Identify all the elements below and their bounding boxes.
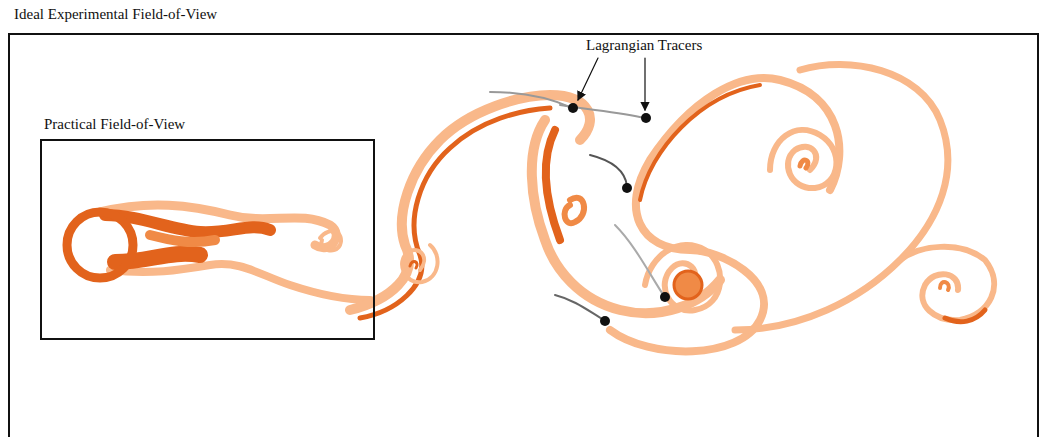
box-heading: Ideal Experimental Field-of-View	[14, 5, 217, 23]
ideal-field-of-view-box: Ideal Experimental Field-of-ViewPractica…	[8, 33, 1039, 437]
callout-label: Lagrangian Tracers	[584, 36, 704, 54]
practical-field-of-view-box: Practical Field-of-View	[40, 139, 375, 340]
box-heading: Practical Field-of-View	[44, 115, 185, 133]
